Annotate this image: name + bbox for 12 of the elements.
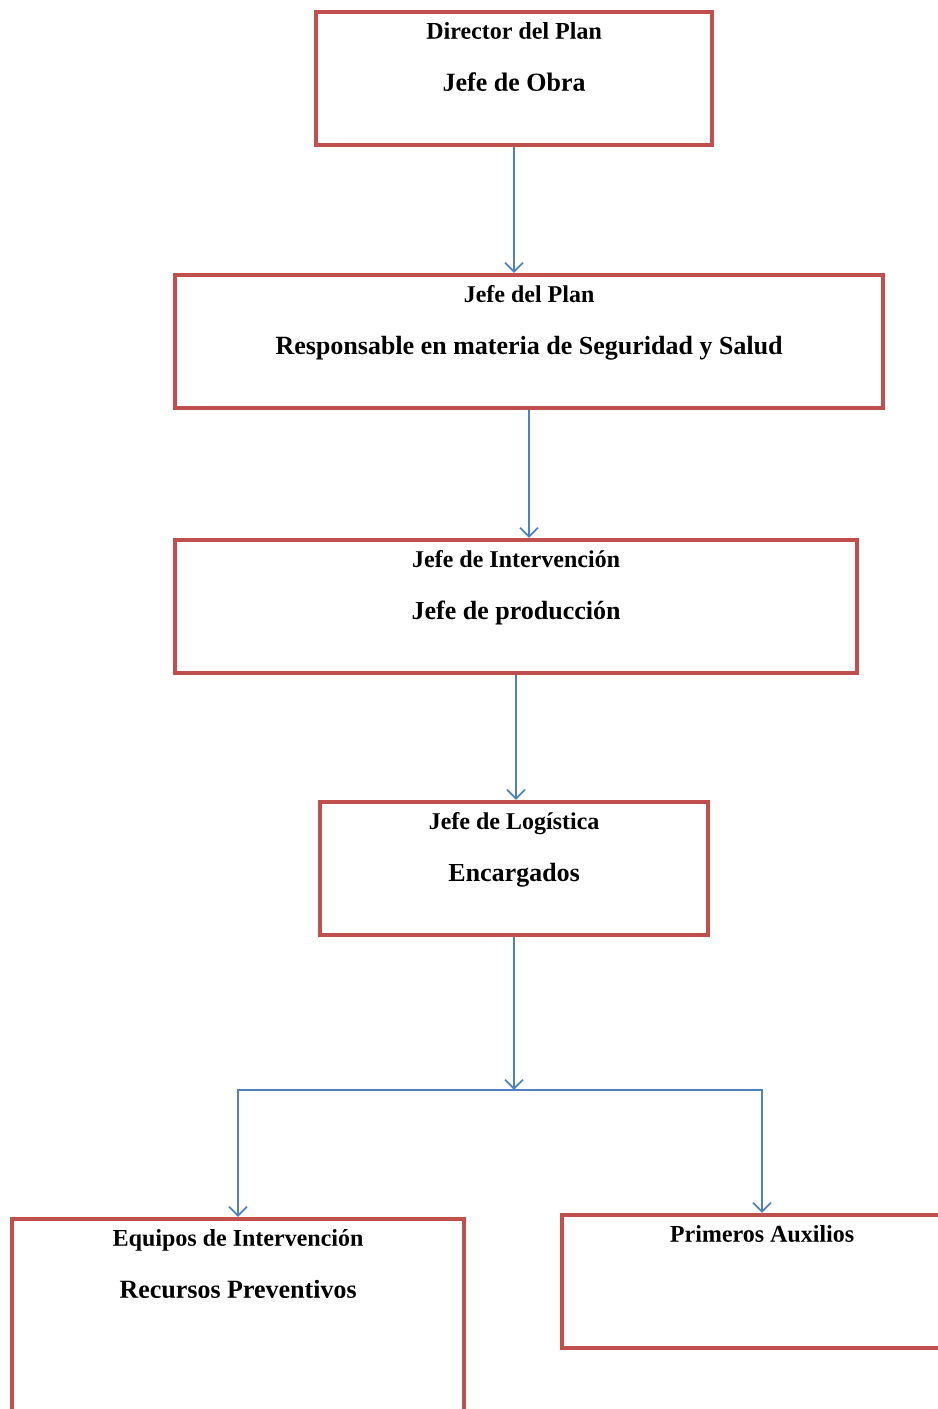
arrow — [228, 1089, 515, 1217]
role-box: Director del Plan Jefe de Obra — [314, 10, 714, 147]
arrow — [504, 146, 524, 273]
arrow — [506, 674, 526, 800]
role-box: Equipos de Intervención Recursos Preventivos — [10, 1217, 466, 1409]
arrow — [504, 936, 524, 1090]
arrow — [519, 409, 539, 538]
role-box: Primeros Auxilios — [560, 1213, 938, 1350]
role-box: Jefe de Logística Encargados — [318, 800, 710, 937]
role-box: Jefe del Plan Responsable en materia de Seguridad y Salud — [173, 273, 885, 410]
role-box: Jefe de Intervención Jefe de producción — [173, 538, 859, 675]
arrow — [513, 1089, 772, 1213]
